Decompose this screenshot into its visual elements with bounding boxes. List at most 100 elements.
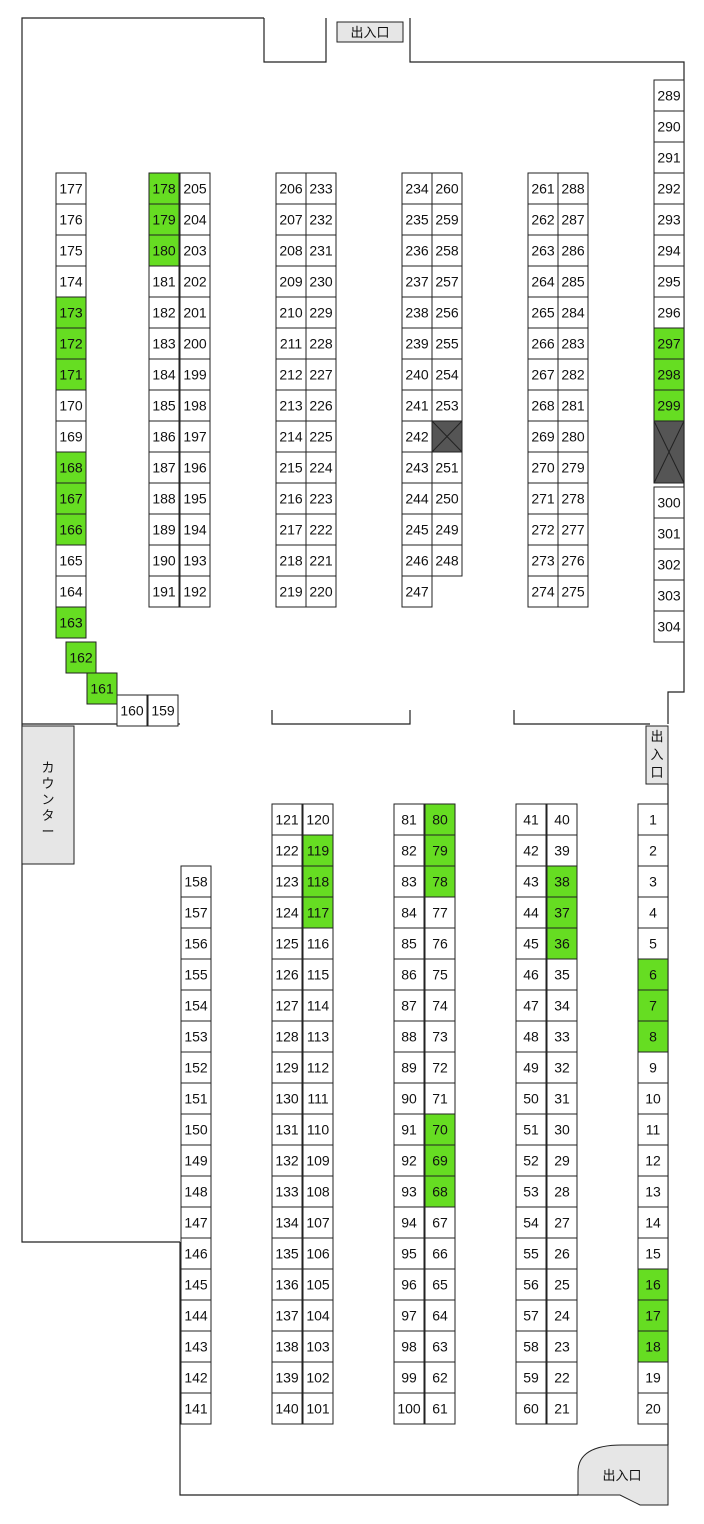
booth-box[interactable] — [393, 1392, 425, 1425]
booth-275[interactable]: 275 — [557, 575, 589, 608]
booth-box[interactable] — [515, 927, 547, 960]
booth-75[interactable]: 75 — [424, 958, 456, 991]
booth-box[interactable] — [179, 575, 211, 608]
booth-1[interactable]: 1 — [637, 803, 669, 836]
booth-box[interactable] — [305, 482, 337, 515]
booth-box[interactable] — [180, 927, 212, 960]
booth-191[interactable]: 191 — [148, 575, 180, 608]
booth-134[interactable]: 134 — [271, 1206, 303, 1239]
booth-149[interactable]: 149 — [180, 1144, 212, 1177]
booth-245[interactable]: 245 — [401, 513, 433, 546]
booth-20[interactable]: 20 — [637, 1392, 669, 1425]
booth-55[interactable]: 55 — [515, 1237, 547, 1270]
booth-box[interactable] — [557, 172, 589, 205]
booth-202[interactable]: 202 — [179, 265, 211, 298]
booth-41[interactable]: 41 — [515, 803, 547, 836]
booth-box[interactable] — [275, 575, 307, 608]
booth-47[interactable]: 47 — [515, 989, 547, 1022]
booth-box[interactable] — [546, 958, 578, 991]
booth-128[interactable]: 128 — [271, 1020, 303, 1053]
booth-box[interactable] — [431, 172, 463, 205]
booth-box[interactable] — [653, 389, 685, 422]
booth-246[interactable]: 246 — [401, 544, 433, 577]
booth-65[interactable]: 65 — [424, 1268, 456, 1301]
booth-box[interactable] — [557, 389, 589, 422]
booth-box[interactable] — [393, 803, 425, 836]
booth-box[interactable] — [275, 544, 307, 577]
booth-51[interactable]: 51 — [515, 1113, 547, 1146]
booth-box[interactable] — [302, 1299, 334, 1332]
booth-167[interactable]: 167 — [55, 482, 87, 515]
booth-box[interactable] — [180, 1082, 212, 1115]
booth-251[interactable]: 251 — [431, 451, 463, 484]
booth-296[interactable]: 296 — [653, 296, 685, 329]
booth-box[interactable] — [148, 296, 180, 329]
booth-147[interactable]: 147 — [180, 1206, 212, 1239]
booth-box[interactable] — [302, 1113, 334, 1146]
booth-box[interactable] — [305, 420, 337, 453]
booth-216[interactable]: 216 — [275, 482, 307, 515]
booth-box[interactable] — [393, 1113, 425, 1146]
booth-box[interactable] — [179, 389, 211, 422]
booth-box[interactable] — [637, 1020, 669, 1053]
booth-276[interactable]: 276 — [557, 544, 589, 577]
booth-206[interactable]: 206 — [275, 172, 307, 205]
booth-220[interactable]: 220 — [305, 575, 337, 608]
booth-box[interactable] — [515, 1330, 547, 1363]
booth-box[interactable] — [271, 803, 303, 836]
booth-box[interactable] — [424, 1392, 456, 1425]
booth-58[interactable]: 58 — [515, 1330, 547, 1363]
booth-box[interactable] — [305, 265, 337, 298]
booth-204[interactable]: 204 — [179, 203, 211, 236]
booth-box[interactable] — [401, 265, 433, 298]
booth-115[interactable]: 115 — [302, 958, 334, 991]
booth-242[interactable]: 242 — [401, 420, 433, 453]
booth-box[interactable] — [637, 1392, 669, 1425]
booth-232[interactable]: 232 — [305, 203, 337, 236]
booth-box[interactable] — [637, 1361, 669, 1394]
booth-193[interactable]: 193 — [179, 544, 211, 577]
booth-box[interactable] — [271, 1237, 303, 1270]
booth-121[interactable]: 121 — [271, 803, 303, 836]
booth-box[interactable] — [55, 265, 87, 298]
booth-box[interactable] — [305, 358, 337, 391]
booth-box[interactable] — [557, 420, 589, 453]
booth-9[interactable]: 9 — [637, 1051, 669, 1084]
booth-84[interactable]: 84 — [393, 896, 425, 929]
booth-box[interactable] — [55, 172, 87, 205]
booth-48[interactable]: 48 — [515, 1020, 547, 1053]
booth-box[interactable] — [557, 482, 589, 515]
booth-34[interactable]: 34 — [546, 989, 578, 1022]
booth-box[interactable] — [401, 482, 433, 515]
booth-37[interactable]: 37 — [546, 896, 578, 929]
booth-29[interactable]: 29 — [546, 1144, 578, 1177]
booth-143[interactable]: 143 — [180, 1330, 212, 1363]
booth-205[interactable]: 205 — [179, 172, 211, 205]
booth-154[interactable]: 154 — [180, 989, 212, 1022]
booth-box[interactable] — [424, 1175, 456, 1208]
booth-box[interactable] — [275, 420, 307, 453]
booth-box[interactable] — [179, 451, 211, 484]
booth-box[interactable] — [179, 513, 211, 546]
booth-box[interactable] — [305, 172, 337, 205]
booth-99[interactable]: 99 — [393, 1361, 425, 1394]
booth-66[interactable]: 66 — [424, 1237, 456, 1270]
booth-300[interactable]: 300 — [653, 486, 685, 519]
booth-box[interactable] — [65, 641, 97, 674]
booth-box[interactable] — [401, 234, 433, 267]
booth-90[interactable]: 90 — [393, 1082, 425, 1115]
booth-184[interactable]: 184 — [148, 358, 180, 391]
booth-174[interactable]: 174 — [55, 265, 87, 298]
booth-181[interactable]: 181 — [148, 265, 180, 298]
booth-14[interactable]: 14 — [637, 1206, 669, 1239]
booth-box[interactable] — [546, 1175, 578, 1208]
booth-box[interactable] — [515, 1175, 547, 1208]
booth-15[interactable]: 15 — [637, 1237, 669, 1270]
booth-box[interactable] — [431, 203, 463, 236]
booth-box[interactable] — [431, 482, 463, 515]
booth-31[interactable]: 31 — [546, 1082, 578, 1115]
booth-box[interactable] — [148, 544, 180, 577]
booth-box[interactable] — [546, 1268, 578, 1301]
booth-box[interactable] — [271, 865, 303, 898]
booth-254[interactable]: 254 — [431, 358, 463, 391]
